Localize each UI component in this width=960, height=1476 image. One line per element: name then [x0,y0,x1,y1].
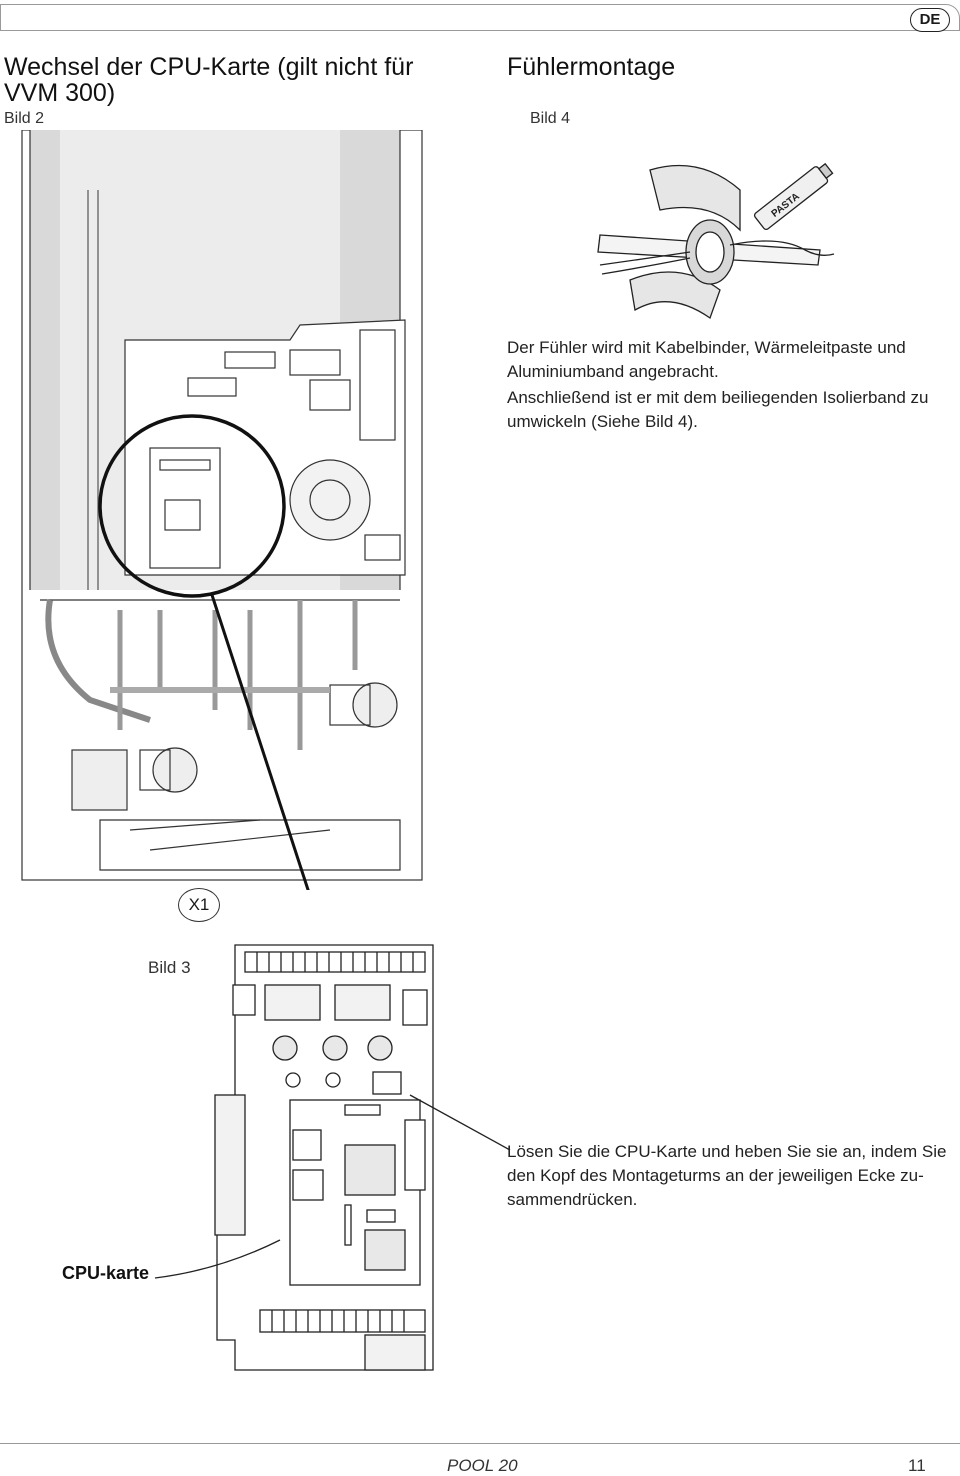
figure2-caption: Bild 2 [4,110,45,127]
cpu-card-label: CPU-karte [62,1263,150,1283]
header-rule [0,30,960,31]
figure4-caption: Bild 4 [530,110,571,127]
footer-product: POOL 20 [447,1456,518,1475]
section-title-cpu: Wechsel der CPU-Karte (gilt nicht für VV… [4,54,413,106]
sensor-paragraph-2: Anschließend ist er mit dem beiliegenden… [507,386,947,434]
sensor-paragraph-1-line1: Der Fühler wird mit Kabelbinder, Wärmele… [507,338,906,357]
instruction-line2: den Kopf des Montageturms an der jeweili… [507,1166,924,1185]
section-title-cpu-line1: Wechsel der CPU-Karte (gilt nicht für [4,53,414,81]
footer-page-number: 11 [908,1456,926,1475]
sensor-paragraph-1-line2: Aluminiumband angebracht. [507,362,719,381]
figure4-sensor-illustration: PASTA [597,162,835,320]
section-title-cpu-line2: VVM 300) [4,79,116,107]
figure3-caption: Bild 3 [148,958,191,977]
cpu-card-leader-line [154,1239,281,1279]
header-frame [0,4,960,31]
cpu-removal-instruction: Lösen Sie die CPU-Karte und heben Sie si… [507,1140,947,1212]
cpu-highlight-circle [98,414,286,598]
sensor-paragraph-2-line2: umwickeln (Siehe Bild 4). [507,412,698,431]
footer-rule [0,1443,960,1444]
sensor-paragraph-1: Der Fühler wird mit Kabelbinder, Wärmele… [507,336,947,384]
instruction-leader-line [409,1094,511,1151]
figure3-cpu-board [214,944,434,1371]
connector-x1-label: X1 [178,888,220,922]
language-badge: DE [910,8,950,32]
figure2-cabinet-illustration [21,130,423,890]
sensor-paragraph-2-line1: Anschließend ist er mit dem beiliegenden… [507,388,929,407]
instruction-line3: sammendrücken. [507,1190,638,1209]
section-title-sensor: Fühlermontage [507,53,676,81]
instruction-line1: Lösen Sie die CPU-Karte und heben Sie si… [507,1142,947,1161]
